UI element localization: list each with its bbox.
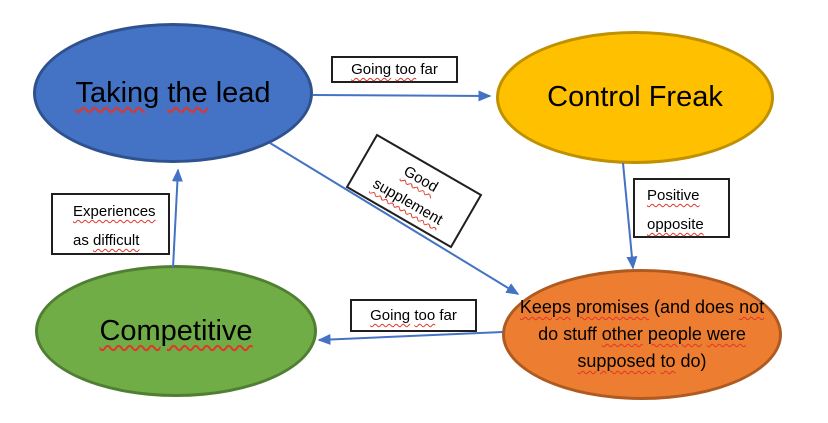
edge-label-going-too-far-bottom-text: Going too far <box>370 307 457 324</box>
node-control-freak-label: Control Freak <box>547 81 723 113</box>
edge-label-going-too-far-top-text: Going too far <box>351 61 438 78</box>
edge-label-going-too-far-top: Going too far <box>331 56 458 83</box>
node-control-freak: Control Freak <box>496 31 774 164</box>
node-taking-the-lead: Taking the lead <box>33 23 313 163</box>
arrow-competitive-to-taking-the-lead <box>171 168 183 269</box>
node-competitive: Competitive <box>35 265 317 397</box>
node-taking-the-lead-label: Taking the lead <box>75 76 271 109</box>
node-competitive-label: Competitive <box>99 314 253 347</box>
arrow-control-freak-to-keeps-promises <box>622 162 638 270</box>
arrow-taking-the-lead-to-control-freak <box>312 90 492 102</box>
edge-label-going-too-far-bottom: Going too far <box>350 299 477 332</box>
arrow-keeps-promises-to-competitive <box>317 331 504 345</box>
